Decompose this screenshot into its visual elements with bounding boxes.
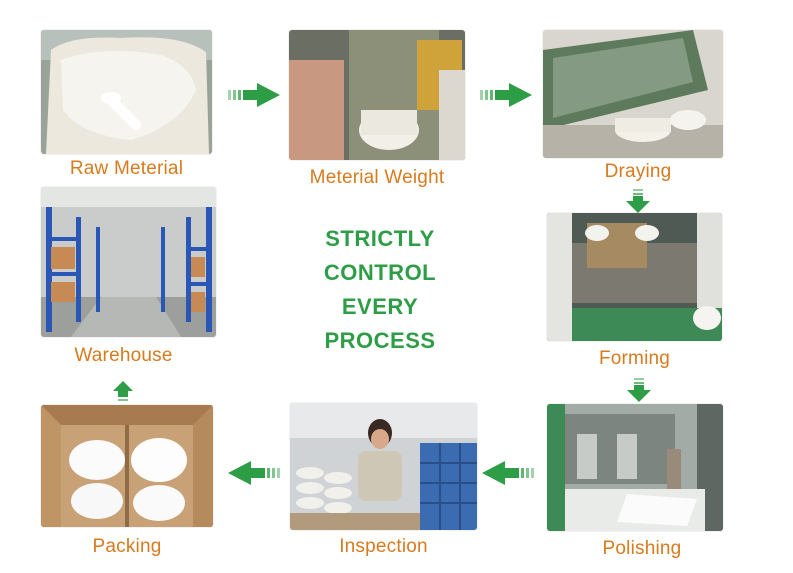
photo-warehouse [41,187,216,337]
photo-raw-material [41,30,212,154]
label-polishing: Polishing [602,538,682,559]
photo-drying [543,30,723,158]
label-packing: Packing [92,536,162,557]
label-forming: Forming [598,348,671,369]
slogan-line-3: EVERY [341,294,419,319]
photo-forming [547,213,722,341]
arrow-up-icon [113,381,133,403]
slogan-line-1: STRICTLY [325,226,435,251]
label-drying: Draying [604,161,672,182]
photo-polishing [547,404,723,531]
slogan-line-4: PROCESS [324,328,436,353]
arrow-left-icon [228,460,280,486]
arrow-down-icon [625,189,651,213]
photo-inspection [290,403,477,530]
arrow-right-icon [228,82,280,108]
arrow-left-icon [482,460,534,486]
slogan-line-2: CONTROL [323,260,437,285]
arrow-down-icon [626,378,652,402]
photo-material-weight [289,30,465,160]
photo-packing [41,405,213,527]
center-slogan: STRICTLY CONTROL EVERY PROCESS [280,222,480,358]
label-inspection: Inspection [339,536,428,557]
label-warehouse: Warehouse [74,345,173,366]
label-material-weight: Meterial Weight [309,167,445,188]
label-raw-material: Raw Meterial [69,158,184,179]
arrow-right-icon [480,82,532,108]
